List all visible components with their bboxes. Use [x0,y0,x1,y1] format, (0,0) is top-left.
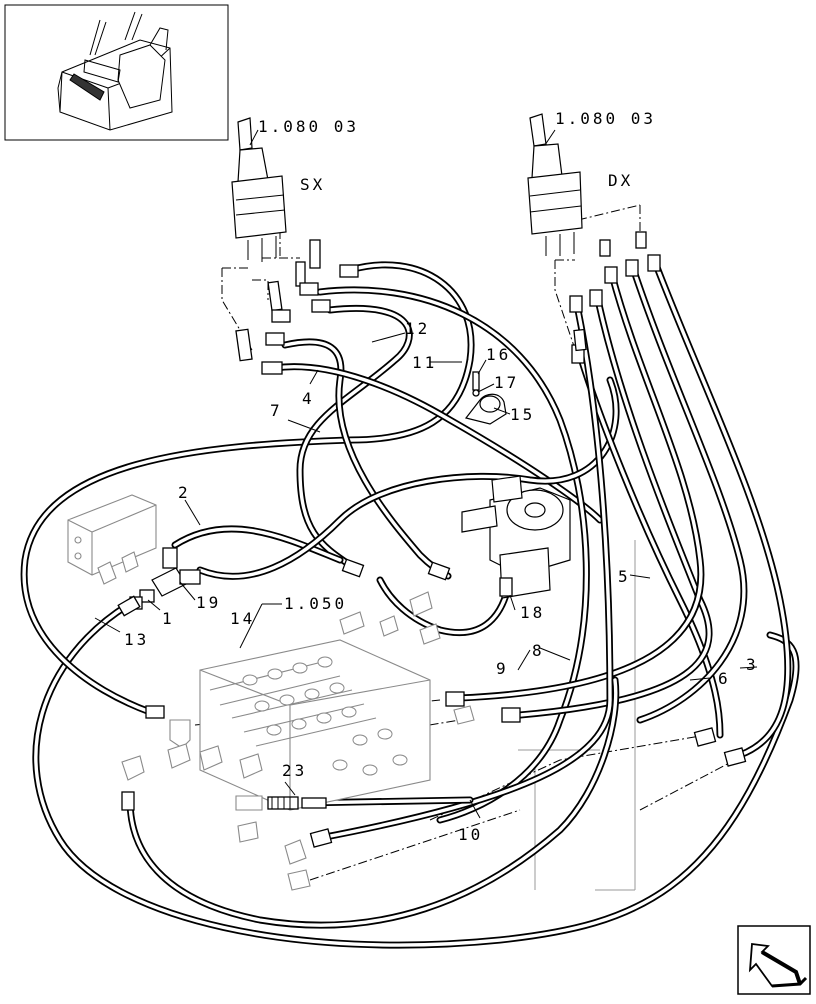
callout-23: 23 [282,761,307,780]
joystick-dx [527,113,583,256]
callout-12: 12 [405,319,430,338]
callout-5: 5 [618,567,631,586]
callout-9: 9 [496,659,509,678]
hose-end-fittings [117,558,747,848]
callout-2: 2 [178,483,191,502]
callouts: 1.080 03 1.080 03 SX DX 12 11 16 17 15 4… [124,109,759,844]
callout-10: 10 [458,825,483,844]
callout-8: 8 [532,641,545,660]
callout-11: 11 [412,353,437,372]
callout-4: 4 [302,389,315,408]
callout-13: 13 [124,630,149,649]
joystick-fittings [235,231,661,375]
ref-label-valve: 1.050 [284,594,347,613]
callout-3: 3 [746,655,759,674]
ref-label-right: 1.080 03 [555,109,656,128]
side-label-dx: DX [608,171,633,190]
callout-17: 17 [494,373,519,392]
callout-14: 14 [230,609,255,628]
callout-19: 19 [196,593,221,612]
next-page-arrow-icon[interactable] [737,925,811,995]
rotary-joint [461,475,571,599]
joystick-sx [231,117,287,262]
hoses [20,258,800,949]
callout-1: 1 [162,609,175,628]
pilot-block [67,494,157,585]
callout-7: 7 [270,401,283,420]
tee-fitting [129,547,201,610]
elbow-fittings [121,705,475,891]
callout-15: 15 [510,405,535,424]
callout-16: 16 [486,345,511,364]
callout-18: 18 [520,603,545,622]
ref-label-left: 1.080 03 [258,117,359,136]
leader-lines [94,129,758,819]
callout-6: 6 [718,669,731,688]
machine-thumbnail [4,4,229,141]
side-label-sx: SX [300,175,325,194]
